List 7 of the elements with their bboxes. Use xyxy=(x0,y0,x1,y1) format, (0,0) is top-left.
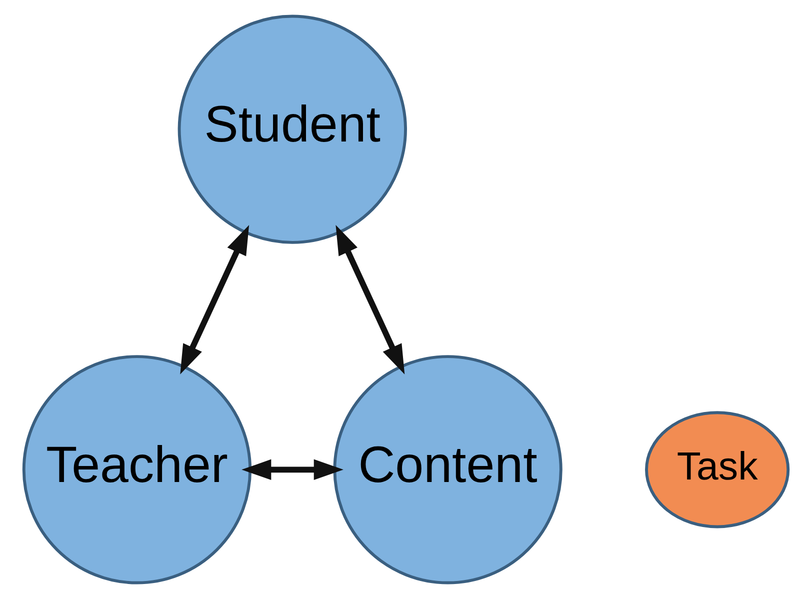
node-ellipse: Task xyxy=(645,411,790,528)
node-circle: Content xyxy=(333,355,562,584)
node-circle: Student xyxy=(178,14,407,244)
node-circle: Teacher xyxy=(22,355,252,584)
arrow xyxy=(180,225,250,374)
arrow xyxy=(242,459,344,480)
arrow xyxy=(336,225,405,374)
